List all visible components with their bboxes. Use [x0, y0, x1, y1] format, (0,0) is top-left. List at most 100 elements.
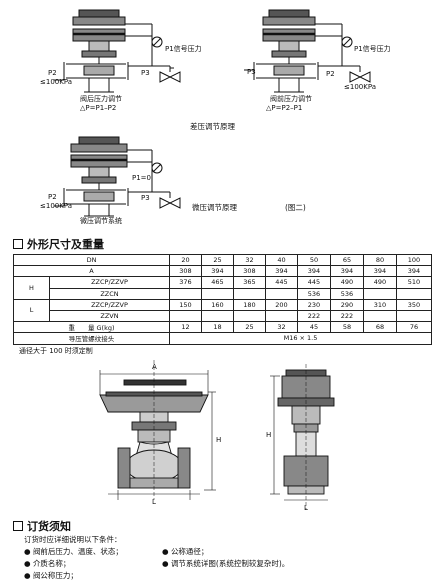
section-order-title-text: 订货须知	[27, 520, 71, 533]
row-header-weight: 重 量 G(kg)	[13, 321, 170, 334]
order-item-right-1: ● 调节系统详图(系统控制较复杂时)。	[162, 559, 290, 568]
diagram2-p3-label: P3	[247, 68, 256, 76]
order-item-right-0: ● 公称通径；	[162, 547, 209, 556]
side-dim-l-label: L	[304, 504, 308, 512]
table-cell: 394	[363, 265, 397, 278]
table-cell: 394	[330, 265, 364, 278]
order-item-left-1: ● 介质名称；	[24, 559, 71, 568]
dim-h-label: H	[216, 436, 222, 444]
dim-l-label: L	[152, 498, 156, 506]
diagram3-p2-label: P2	[48, 193, 57, 201]
dim-a-label: A	[152, 363, 157, 371]
table-cell: 25	[201, 253, 234, 267]
table-cell: 32	[265, 321, 298, 334]
section-dims-title-text: 外形尺寸及重量	[27, 238, 104, 251]
table-cell: 310	[363, 298, 397, 311]
table-cell: 536	[330, 287, 364, 300]
table-cell: 200	[265, 298, 298, 311]
thread-value: M16 × 1.5	[169, 332, 432, 345]
order-item-text: 公称通径；	[170, 547, 209, 556]
table-cell: 32	[233, 253, 266, 267]
table-cell: 18	[201, 321, 234, 334]
table-cell: 490	[363, 276, 397, 289]
order-item-text: 阀前后压力、温度、状态；	[32, 547, 123, 556]
diagram1-p1-label: P1信号压力	[165, 45, 202, 53]
diagram3-p2-limit: ≤100KPa	[40, 202, 73, 210]
order-item-text: 调节系统详图(系统控制较复杂时)。	[170, 559, 290, 568]
table-cell: 445	[265, 276, 298, 289]
table-cell	[233, 287, 266, 300]
table-cell: 308	[169, 265, 202, 278]
checkbox-square-icon	[13, 239, 23, 249]
diagram2-formula: △P=P2–P1	[266, 104, 303, 112]
table-cell: 394	[265, 265, 298, 278]
diagram2-p2-limit: ≤100KPa	[344, 83, 377, 91]
diagram2-valve	[253, 9, 319, 93]
table-cell: 465	[201, 276, 234, 289]
order-item-left-2: ● 阀公称压力；	[24, 571, 78, 580]
table-cell: 80	[363, 253, 397, 267]
table-cell: 50	[297, 253, 331, 267]
table-cell: 150	[169, 298, 202, 311]
row-header-dn: DN	[13, 253, 170, 267]
table-cell	[201, 287, 234, 300]
table-cell: 160	[201, 298, 234, 311]
table-cell: 394	[396, 265, 432, 278]
table-cell	[265, 287, 298, 300]
diagram1-piping	[54, 23, 181, 83]
table-cell: 25	[233, 321, 266, 334]
diagram3-p3-label: P3	[141, 194, 150, 202]
table-cell: 222	[297, 309, 331, 323]
figure-label: (图二)	[285, 203, 306, 212]
diagram1-formula: △P=P1–P2	[80, 104, 117, 112]
table-cell: 76	[396, 321, 432, 334]
table-cell	[363, 309, 397, 323]
schematic-diagrams	[54, 9, 371, 217]
table-cell: 350	[396, 298, 432, 311]
table-cell	[169, 287, 202, 300]
side-view-drawing	[270, 364, 335, 510]
row-header-a: A	[13, 265, 170, 278]
row-header-l: L	[13, 298, 50, 323]
table-cell: 230	[297, 298, 331, 311]
table-cell	[265, 309, 298, 323]
diagram1-valve	[63, 9, 129, 93]
table-cell: 222	[330, 309, 364, 323]
diagram1-p2-limit: ≤100KPa	[40, 78, 73, 86]
model-cell: ZZCP/ZZVP	[49, 276, 170, 289]
table-cell: 536	[297, 287, 331, 300]
diagram2-p1-label: P1信号压力	[354, 45, 391, 53]
diagram-pair-caption: 差压调节原理	[190, 122, 235, 131]
table-cell: 510	[396, 276, 432, 289]
model-cell: ZZVN	[49, 309, 170, 323]
diagram2-piping	[244, 23, 371, 83]
table-cell: 365	[233, 276, 266, 289]
order-item-text: 阀公称压力；	[32, 571, 78, 580]
table-cell: 40	[265, 253, 298, 267]
table-cell	[201, 309, 234, 323]
table-cell: 65	[330, 253, 364, 267]
table-cell: 45	[297, 321, 331, 334]
table-cell: 394	[201, 265, 234, 278]
table-cell: 490	[330, 276, 364, 289]
table-cell: 20	[169, 253, 202, 267]
table-cell: 394	[297, 265, 331, 278]
table-cell: 308	[233, 265, 266, 278]
diagram3-piping	[54, 149, 181, 209]
diagram3-valve	[63, 136, 129, 217]
order-item-text: 介质名称；	[32, 559, 71, 568]
diagram1-p3-label: P3	[141, 69, 150, 77]
table-cell: 290	[330, 298, 364, 311]
table-cell	[363, 287, 397, 300]
order-item-left-0: ● 阀前后压力、温度、状态；	[24, 547, 123, 556]
diagram3-p1-label: P1=0	[132, 174, 151, 182]
side-dim-h-label: H	[266, 431, 272, 439]
table-cell	[169, 309, 202, 323]
table-cell	[396, 309, 432, 323]
